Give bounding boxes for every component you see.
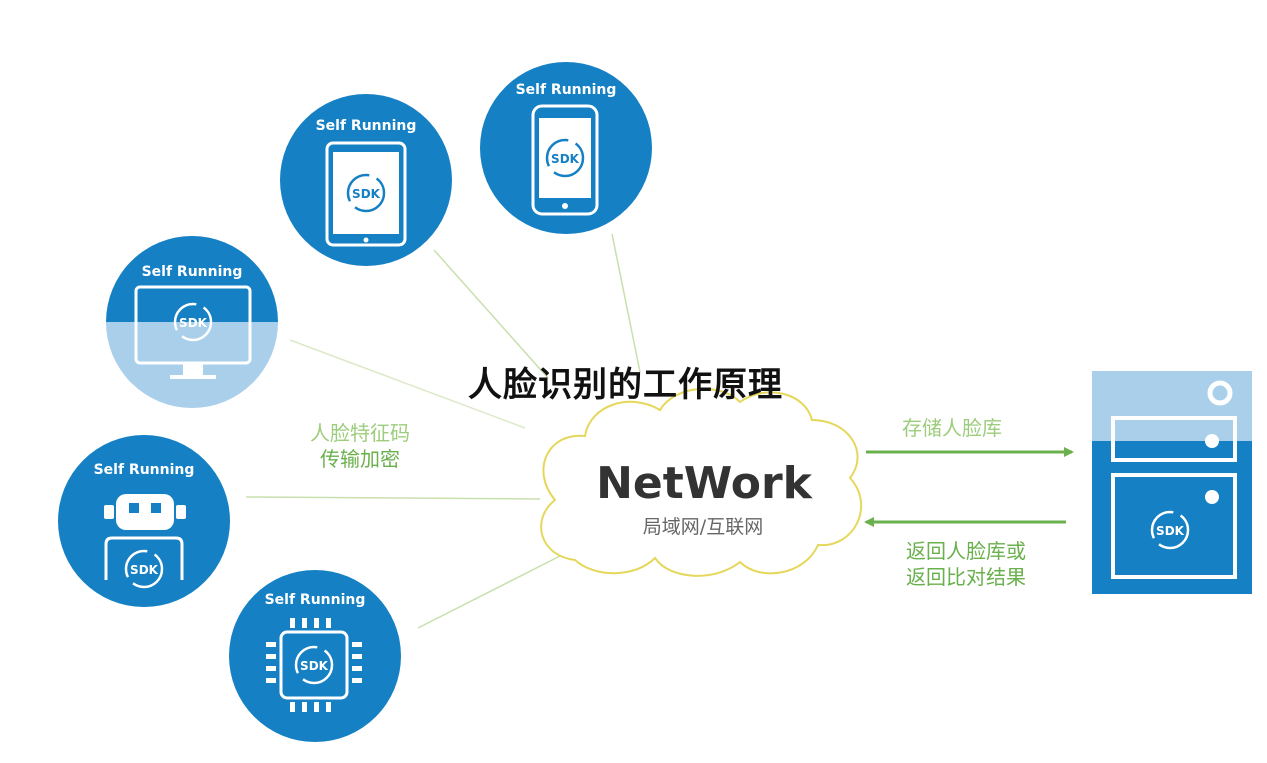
page-title: 人脸识别的工作原理 bbox=[468, 365, 783, 405]
phone-node-label: Self Running bbox=[516, 82, 617, 98]
phone-sdk-text: SDK bbox=[551, 152, 580, 166]
feature-code-line2: 传输加密 bbox=[320, 447, 400, 471]
return-label: 返回人脸库或 返回比对结果 bbox=[906, 538, 1026, 590]
device-node-monitor: Self Running SDK bbox=[106, 236, 278, 408]
chip-icon bbox=[266, 618, 362, 712]
robot-sdk-text: SDK bbox=[130, 563, 159, 577]
feature-code-line1: 人脸特征码 bbox=[310, 421, 410, 445]
return-label-line1: 返回人脸库或 bbox=[906, 539, 1026, 563]
server-node: SDK bbox=[1092, 371, 1252, 594]
store-label: 存储人脸库 bbox=[902, 416, 1002, 440]
monitor-sdk-text: SDK bbox=[179, 316, 208, 330]
monitor-sdk-sync-icon: SDK bbox=[173, 302, 213, 342]
robot-sdk-sync-icon: SDK bbox=[124, 549, 164, 589]
network-sublabel: 局域网/互联网 bbox=[643, 516, 763, 538]
server-icon bbox=[1111, 380, 1237, 579]
device-node-phone: Self Running SDK bbox=[480, 62, 652, 234]
connector-phone bbox=[611, 233, 641, 373]
connector-monitor bbox=[289, 339, 526, 429]
network-cloud bbox=[540, 387, 863, 577]
connector-chip bbox=[417, 555, 561, 629]
phone-sdk-sync-icon: SDK bbox=[545, 138, 585, 178]
chip-node-label: Self Running bbox=[265, 592, 366, 608]
network-label: NetWork bbox=[596, 458, 814, 509]
device-node-robot: Self Running SDK bbox=[58, 435, 230, 607]
feature-code-label: 人脸特征码 传输加密 bbox=[310, 420, 410, 472]
chip-sdk-text: SDK bbox=[300, 659, 329, 673]
chip-sdk-sync-icon: SDK bbox=[294, 645, 334, 685]
monitor-icon bbox=[134, 285, 252, 379]
return-label-line2: 返回比对结果 bbox=[906, 565, 1026, 589]
robot-icon bbox=[104, 494, 186, 580]
tablet-icon bbox=[325, 141, 407, 247]
robot-node-label: Self Running bbox=[94, 462, 195, 478]
connector-tablet bbox=[433, 249, 549, 379]
tablet-sdk-text: SDK bbox=[352, 187, 381, 201]
server-sdk-sync-icon: SDK bbox=[1150, 510, 1190, 550]
server-sdk-text: SDK bbox=[1156, 524, 1185, 538]
tablet-node-label: Self Running bbox=[316, 118, 417, 134]
device-node-tablet: Self Running SDK bbox=[280, 94, 452, 266]
device-node-chip: Self Running bbox=[229, 570, 401, 742]
connector-robot bbox=[245, 496, 541, 500]
tablet-sdk-sync-icon: SDK bbox=[346, 173, 386, 213]
monitor-node-label: Self Running bbox=[142, 264, 243, 280]
